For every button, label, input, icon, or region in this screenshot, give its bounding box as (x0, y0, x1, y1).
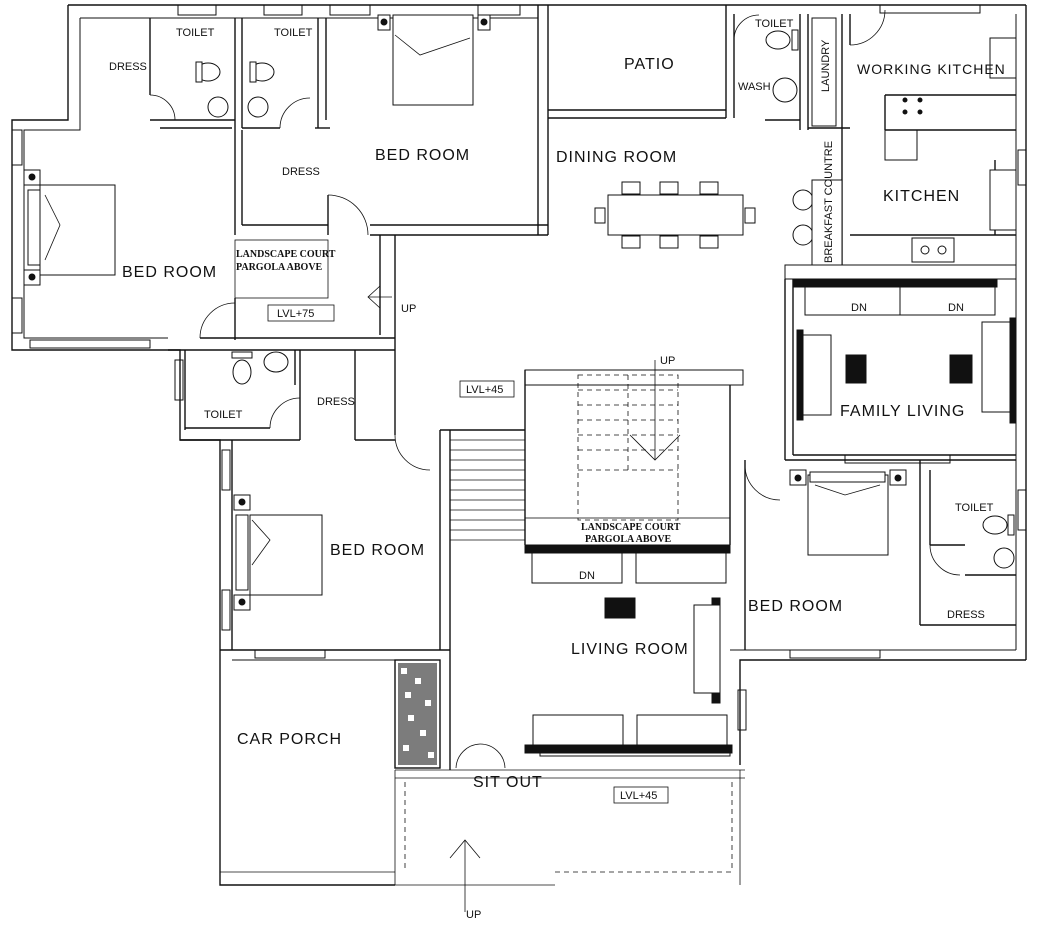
up-arrows (367, 285, 481, 912)
label-toilet-2: TOILET (274, 27, 313, 39)
label-dn-family-1: DN (851, 302, 867, 314)
level-labels: LVL+75 LVL+45 LVL+45 (277, 308, 657, 802)
court-labels: LANDSCAPE COURT PARGOLA ABOVE LANDSCAPE … (236, 249, 681, 545)
label-toilet-1: TOILET (176, 27, 215, 39)
bed-left (23, 169, 116, 286)
small-labels: TOILET TOILET TOILET TOILET TOILET DRESS… (109, 18, 994, 921)
court-1-line-2: PARGOLA ABOVE (236, 262, 323, 273)
room-labels: BED ROOM BED ROOM BED ROOM BED ROOM PATI… (122, 56, 1006, 791)
court-1-line-1: LANDSCAPE COURT (236, 249, 336, 260)
level-label-45-a: LVL+45 (466, 384, 503, 396)
label-toilet-5: TOILET (955, 502, 994, 514)
bed-right (789, 469, 907, 556)
label-dress-2: DRESS (282, 166, 320, 178)
furniture (23, 14, 1017, 912)
room-label-sit-out: SIT OUT (473, 774, 543, 791)
dining-table (594, 181, 756, 249)
room-label-bed-left: BED ROOM (122, 264, 217, 281)
label-dn-living: DN (579, 570, 595, 582)
outer-walls (11, 4, 1027, 886)
stairs (450, 360, 681, 541)
label-toilet-4: TOILET (755, 18, 794, 30)
level-label-75: LVL+75 (277, 308, 314, 320)
family-sofas (792, 278, 1017, 424)
label-toilet-3: TOILET (204, 409, 243, 421)
room-label-dining: DINING ROOM (556, 149, 677, 166)
internal-walls (149, 5, 1017, 770)
doors (149, 9, 961, 769)
room-label-car-porch: CAR PORCH (237, 731, 342, 748)
label-dress-4: DRESS (947, 609, 985, 621)
kitchen-fixtures (792, 17, 1017, 266)
label-dress-3: DRESS (317, 396, 355, 408)
room-label-bed-top: BED ROOM (375, 147, 470, 164)
toilet-fixtures (195, 29, 1015, 569)
label-up-2: UP (660, 355, 675, 367)
label-wash: WASH (738, 81, 771, 93)
planter-pattern (394, 659, 441, 769)
label-dn-family-2: DN (948, 302, 964, 314)
room-label-living: LIVING ROOM (571, 641, 689, 658)
room-label-family-living: FAMILY LIVING (840, 403, 965, 420)
label-up-1: UP (401, 303, 416, 315)
living-sofas (524, 544, 733, 754)
level-label-45-b: LVL+45 (620, 790, 657, 802)
label-up-3: UP (466, 909, 481, 921)
room-label-bed-right: BED ROOM (748, 598, 843, 615)
room-label-working-kitchen: WORKING KITCHEN (857, 61, 1006, 77)
label-laundry: LAUNDRY (820, 39, 832, 92)
room-label-kitchen: KITCHEN (883, 188, 960, 205)
bed-mid (233, 494, 323, 611)
room-label-bed-mid: BED ROOM (330, 542, 425, 559)
court-2-line-1: LANDSCAPE COURT (581, 522, 681, 533)
court-2-line-2: PARGOLA ABOVE (585, 534, 672, 545)
label-breakfast-counter: BREAKFAST COUNTRE (823, 141, 835, 263)
room-label-patio: PATIO (624, 56, 675, 73)
windows (11, 4, 1027, 757)
bed-top (377, 14, 491, 106)
label-dress-1: DRESS (109, 61, 147, 73)
